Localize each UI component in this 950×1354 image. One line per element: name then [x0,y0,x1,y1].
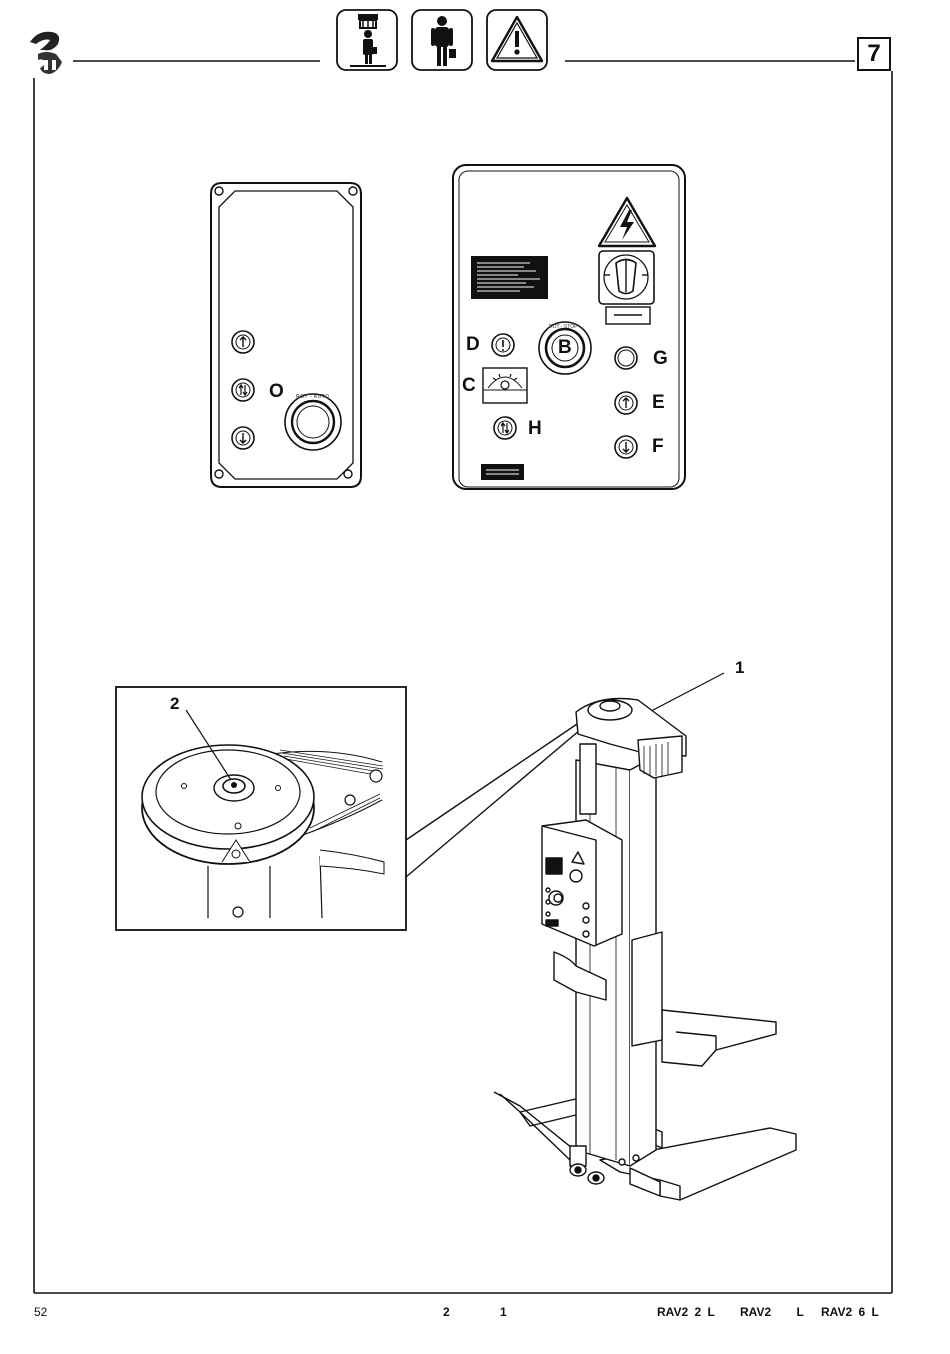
footer-code-a: 2 [443,1305,450,1319]
footer-code-b: 1 [500,1305,507,1319]
footer-model-3: RAV2 6 L [821,1305,879,1319]
page-number: 52 [34,1305,47,1319]
footer-model-2: RAV2 L [740,1305,804,1319]
footer-model-1: RAV2 2 L [657,1305,715,1319]
